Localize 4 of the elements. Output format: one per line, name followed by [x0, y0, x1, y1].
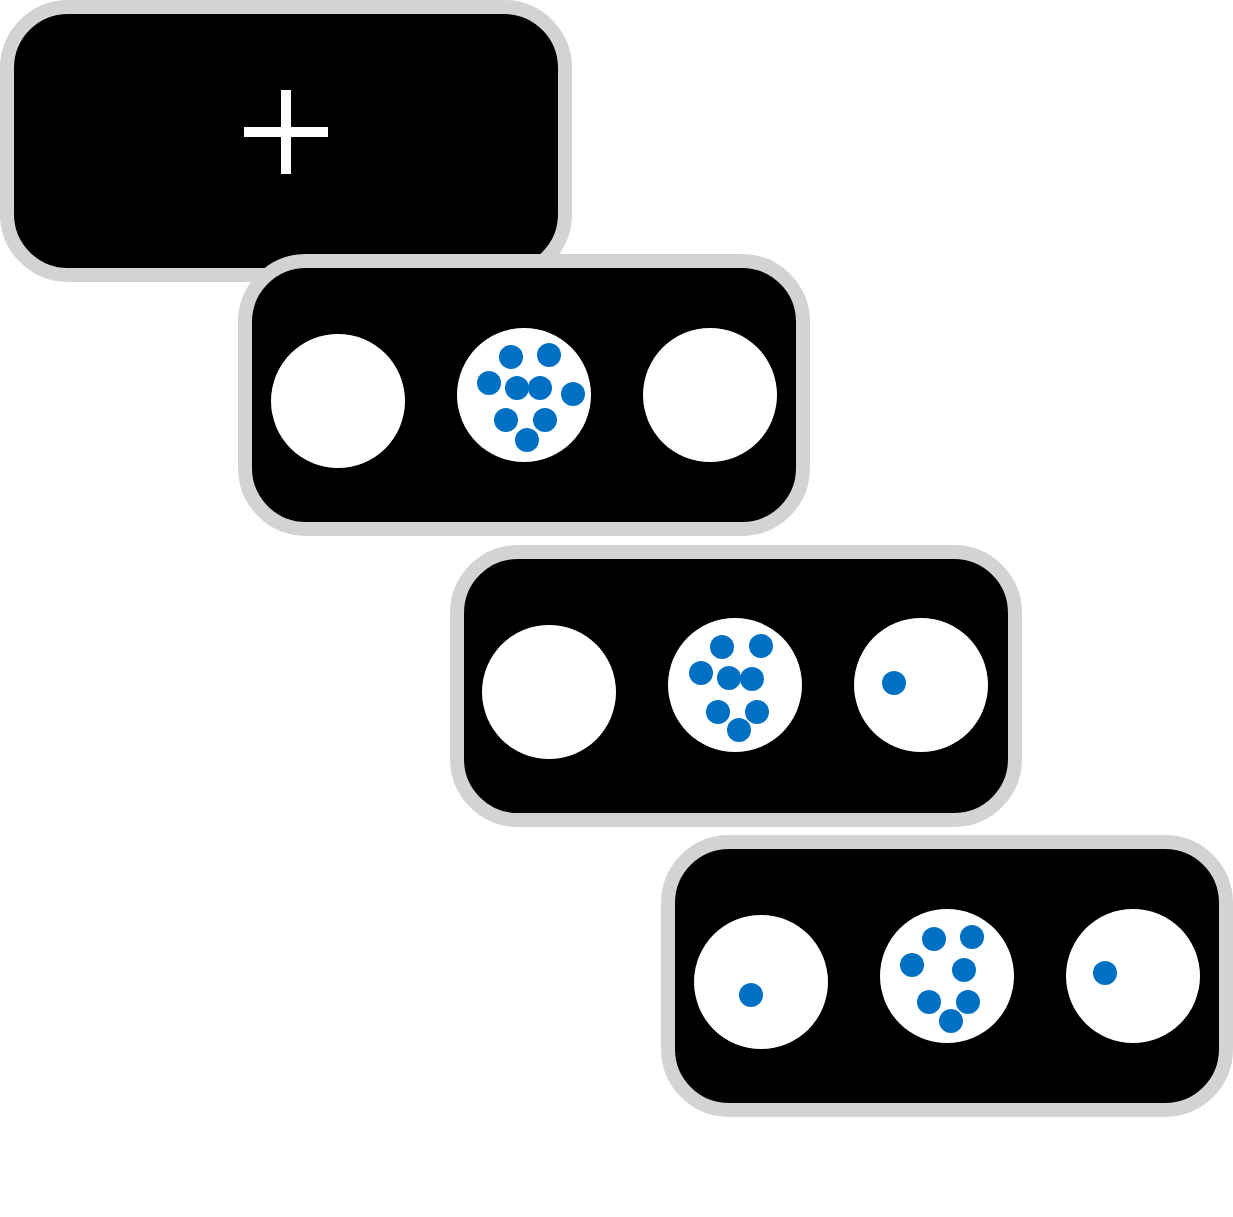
screen-panel [450, 545, 1022, 827]
screen-panel [661, 835, 1233, 1117]
screen-panel [0, 0, 572, 282]
screen-panel [238, 254, 810, 536]
